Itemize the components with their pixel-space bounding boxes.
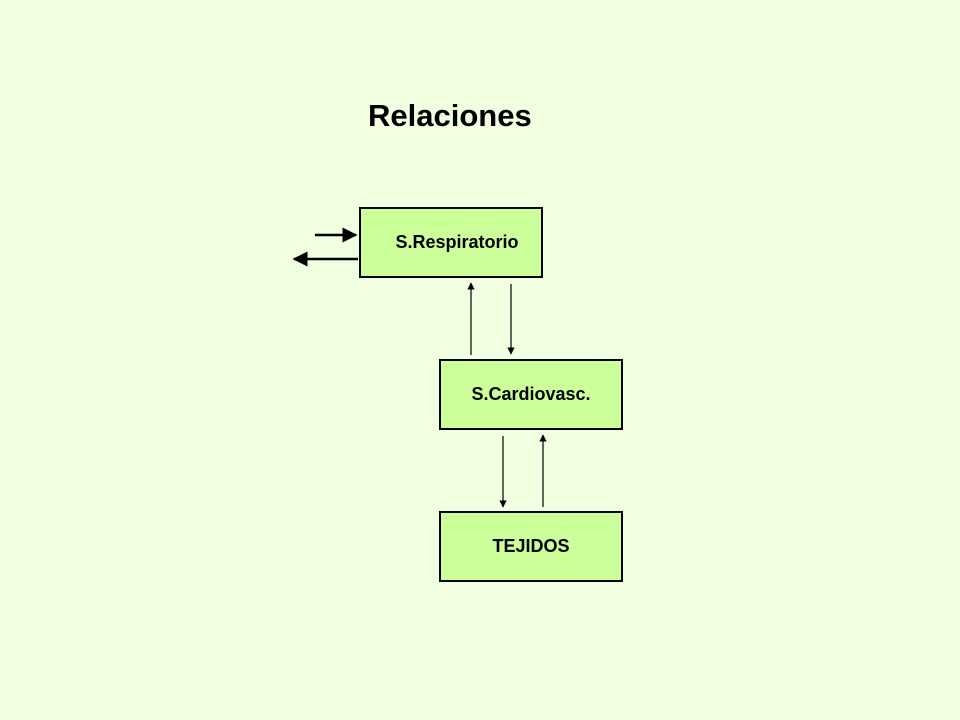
diagram-title: Relaciones — [368, 98, 532, 133]
tissues-box: TEJIDOS — [439, 511, 623, 582]
respiratory-system-box: S.Respiratorio — [359, 207, 543, 278]
cardiovascular-system-label: S.Cardiovasc. — [471, 384, 591, 404]
respiratory-system-label: S.Respiratorio — [395, 232, 519, 252]
tissues-label: TEJIDOS — [492, 536, 570, 556]
cardiovascular-system-box: S.Cardiovasc. — [439, 359, 623, 430]
